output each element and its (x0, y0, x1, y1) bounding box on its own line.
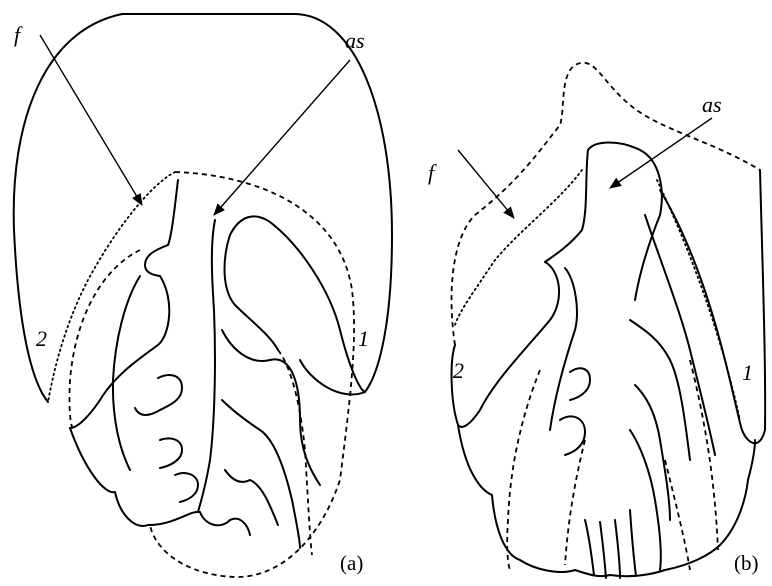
lobe-2-b (452, 262, 559, 427)
dashed-inner-b-4 (665, 460, 690, 570)
lobe-left-lower-a (113, 276, 140, 470)
inner-lobe-left-2-a (160, 438, 182, 468)
dashed-inner-b-2 (565, 440, 585, 565)
inner-lobe-right-2-a (222, 400, 300, 548)
lobe-2-a (70, 276, 169, 428)
panel-b: f as 1 2 (b) (428, 63, 765, 578)
label-f-a: f (14, 22, 23, 47)
inner-lobe-left-1-a (135, 375, 182, 415)
label-1-b: 1 (742, 360, 753, 385)
right-edge-b (742, 170, 765, 443)
label-as-a: as (345, 28, 365, 53)
label-2-b: 2 (453, 358, 464, 383)
bottom-edge-a (70, 428, 250, 535)
arrow-f-a (40, 35, 142, 205)
dashed-boundary-a (150, 172, 354, 577)
bottom-fringe-b (585, 510, 636, 578)
label-as-b: as (702, 92, 722, 117)
inner-lobe-b-4 (635, 385, 670, 520)
arrow-as-a (214, 60, 350, 215)
inner-lobe-b-2 (560, 416, 585, 455)
outer-envelope-left-a (14, 14, 122, 402)
label-2-a: 2 (36, 326, 47, 351)
axial-stem-b (545, 143, 662, 301)
inner-lobe-left-3-a (175, 473, 198, 502)
arrow-f-b (458, 150, 514, 218)
arrow-as-b (610, 118, 712, 188)
label-f-b: f (428, 160, 437, 185)
dashed-inner-left-a (69, 250, 140, 432)
lobe-left-lower-b (550, 268, 577, 430)
panel-label-a: (a) (340, 551, 363, 575)
dashed-inner-b-1 (507, 370, 540, 570)
dashed-inner-b-3 (690, 360, 718, 550)
inner-lobe-b-1 (570, 368, 590, 400)
inner-lobe-right-1-a (222, 330, 320, 485)
dotted-contour-a (48, 172, 175, 402)
panel-label-b: (b) (734, 551, 759, 575)
outer-envelope-a (122, 14, 392, 394)
inner-lobe-b-5 (630, 430, 661, 570)
inner-lobe-right-3-a (225, 470, 278, 525)
panel-a: f as 1 2 (a) (14, 14, 392, 577)
lobe-1-a (225, 216, 365, 392)
label-1-a: 1 (358, 326, 369, 351)
bottom-edge-b (458, 425, 755, 576)
